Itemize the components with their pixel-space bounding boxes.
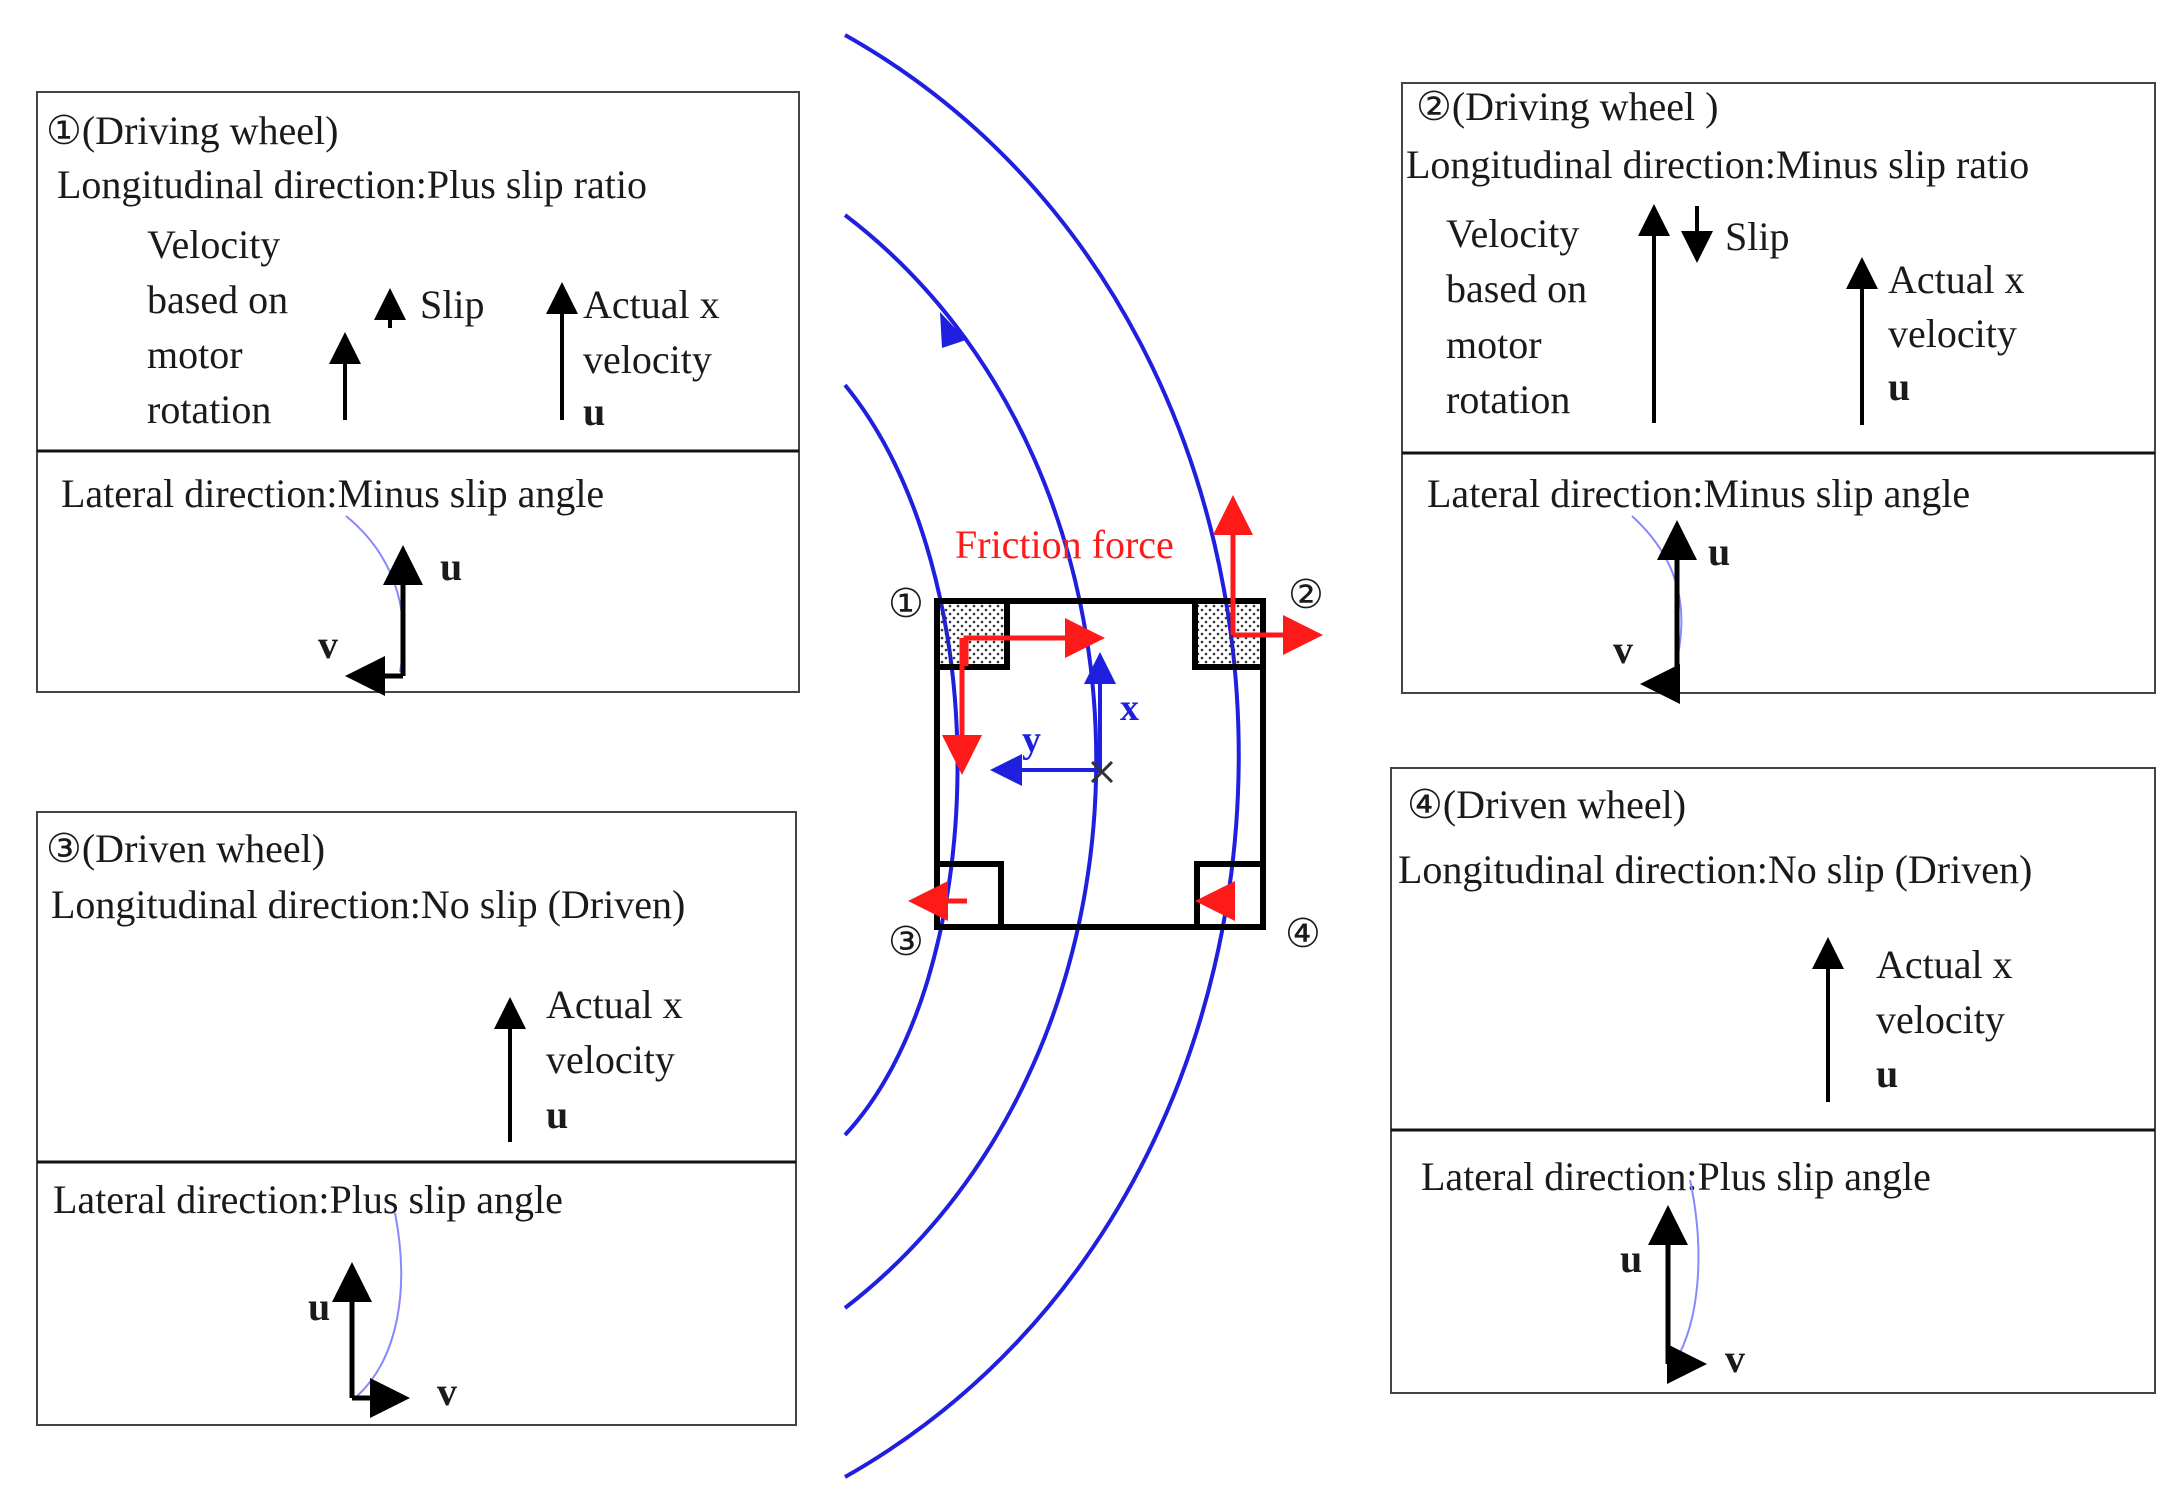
panel-3-longitudinal: Longitudinal direction:No slip (Driven)	[51, 882, 685, 927]
wheel-label-4: ④	[1285, 911, 1321, 956]
panel-4-lat-v-label: v	[1725, 1336, 1745, 1381]
panel-3-slip-angle-curve	[354, 1212, 403, 1399]
panel-2-u-label: u	[1888, 364, 1910, 409]
panel-4-u-label: u	[1876, 1051, 1898, 1096]
panel-1-title: ①(Driving wheel)	[46, 108, 338, 153]
wheel-label-3: ③	[888, 919, 924, 964]
wheel-label-1: ①	[888, 581, 924, 626]
panel-2-lateral: Lateral direction:Minus slip angle	[1427, 471, 1970, 516]
panel-2-slip-angle-curve	[1631, 515, 1683, 669]
panel-2-motor-line-3: motor	[1446, 322, 1542, 367]
panel-3-actual-line-2: velocity	[546, 1037, 675, 1082]
panel-1-motor-line-2: based on	[147, 277, 288, 322]
panel-2-motor-line-4: rotation	[1446, 377, 1570, 422]
panel-1-lateral: Lateral direction:Minus slip angle	[61, 471, 604, 516]
panel-2-motor-line-1: Velocity	[1446, 211, 1579, 256]
panel-2-slip-label: Slip	[1725, 214, 1789, 259]
panel-1-frame	[36, 91, 800, 693]
friction-arrow-1-longitudinal	[963, 618, 1105, 666]
panel-1-slip-angle-curve	[345, 515, 405, 673]
panel-3-u-label: u	[546, 1092, 568, 1137]
panel-2-longitudinal: Longitudinal direction:Minus slip ratio	[1406, 142, 2029, 187]
panel-3-lateral: Lateral direction:Plus slip angle	[53, 1177, 563, 1222]
arc-outer	[844, 33, 1241, 1479]
panel-2-actual-line-1: Actual x	[1888, 257, 2025, 302]
panel-wheel-4: ④(Driven wheel) Longitudinal direction:N…	[1390, 767, 2156, 1394]
trajectory-arcs	[843, 33, 1241, 1479]
arc-middle	[843, 213, 1099, 1310]
panel-1-actual-line-2: velocity	[583, 337, 712, 382]
panel-4-lateral: Lateral direction:Plus slip angle	[1421, 1154, 1931, 1199]
panel-wheel-2: ②(Driving wheel ) Longitudinal direction…	[1401, 82, 2156, 704]
panel-wheel-3: ③(Driven wheel) Longitudinal direction:N…	[36, 811, 797, 1426]
arc-inner	[843, 383, 960, 1137]
panel-1-actual-line-1: Actual x	[583, 282, 720, 327]
vehicle-chassis	[934, 598, 1266, 930]
panel-4-title: ④(Driven wheel)	[1407, 782, 1686, 827]
panel-1-lat-v-label: v	[318, 622, 338, 667]
panel-4-frame	[1390, 767, 2156, 1394]
panel-1-slip-label: Slip	[420, 282, 484, 327]
panel-1-lat-u-label: u	[440, 544, 462, 589]
panel-1-u-label: u	[583, 389, 605, 434]
panel-4-actual-line-2: velocity	[1876, 997, 2005, 1042]
panel-3-title: ③(Driven wheel)	[46, 826, 325, 871]
panel-4-longitudinal: Longitudinal direction:No slip (Driven)	[1398, 847, 2032, 892]
panel-2-frame	[1401, 82, 2156, 694]
panel-wheel-1: ①(Driving wheel) Longitudinal direction:…	[36, 91, 800, 696]
body-y-label: y	[1022, 719, 1041, 761]
panel-1-motor-line-4: rotation	[147, 387, 271, 432]
vehicle-body: x y Friction force ① ② ③ ④	[888, 495, 1324, 964]
panel-4-slip-angle-curve	[1674, 1179, 1700, 1363]
body-x-label: x	[1120, 687, 1139, 729]
wheel-1	[934, 598, 1010, 670]
friction-force-arrows	[908, 495, 1323, 921]
panel-2-lat-v-label: v	[1613, 627, 1633, 672]
panel-3-actual-line-1: Actual x	[546, 982, 683, 1027]
center-of-mass-icon	[1090, 760, 1114, 784]
panel-2-actual-line-2: velocity	[1888, 311, 2017, 356]
panel-3-lat-v-label: v	[437, 1369, 457, 1414]
panel-3-lat-u-label: u	[308, 1284, 330, 1329]
panel-1-longitudinal: Longitudinal direction:Plus slip ratio	[57, 162, 647, 207]
panel-2-lat-u-label: u	[1708, 529, 1730, 574]
panel-1-motor-line-3: motor	[147, 332, 243, 377]
panel-2-motor-line-2: based on	[1446, 266, 1587, 311]
panel-4-actual-line-1: Actual x	[1876, 942, 2013, 987]
panel-3-frame	[36, 811, 797, 1426]
wheel-label-2: ②	[1288, 572, 1324, 617]
panel-2-title: ②(Driving wheel )	[1416, 84, 1718, 129]
direction-arrow-icon	[940, 312, 966, 348]
friction-force-label: Friction force	[955, 522, 1174, 567]
panel-1-motor-line-1: Velocity	[147, 222, 280, 267]
panel-4-lat-u-label: u	[1620, 1236, 1642, 1281]
